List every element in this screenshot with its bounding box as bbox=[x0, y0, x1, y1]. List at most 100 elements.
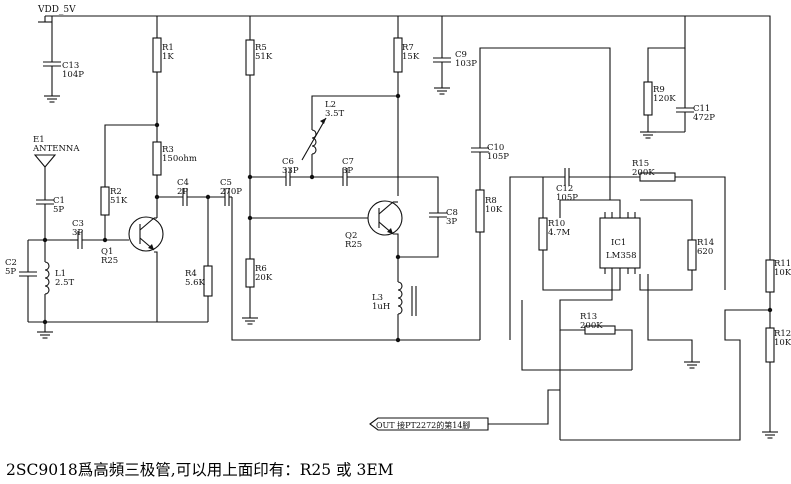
inductor-l3 bbox=[397, 281, 403, 315]
value-r10: 4.7M bbox=[548, 228, 571, 238]
output-label: OUT 接PT2272的第14腳 bbox=[376, 420, 470, 430]
value-c5: 270P bbox=[220, 187, 242, 197]
value-r9: 120K bbox=[653, 94, 676, 104]
part-q2: R25 bbox=[345, 240, 362, 250]
ref-r3: R3 bbox=[162, 145, 174, 155]
ground-symbol bbox=[37, 331, 53, 339]
value-r2: 51K bbox=[110, 196, 128, 206]
value-c11: 472P bbox=[693, 113, 715, 123]
value-c10: 105P bbox=[487, 152, 509, 162]
vdd-rail bbox=[45, 15, 771, 260]
wire bbox=[647, 16, 686, 82]
value-r14: 620 bbox=[697, 247, 713, 257]
resistor-r2 bbox=[100, 186, 110, 216]
value-r7: 15K bbox=[402, 52, 420, 62]
value-r6: 20K bbox=[255, 273, 273, 283]
resistor-r5 bbox=[245, 39, 255, 76]
ref-r11: R11 bbox=[774, 259, 791, 269]
ref-r5: R5 bbox=[255, 43, 267, 53]
antenna-symbol bbox=[33, 154, 57, 168]
capacitor-c5 bbox=[224, 188, 230, 206]
ref-c10: C10 bbox=[487, 143, 504, 153]
value-c1: 5P bbox=[53, 205, 64, 215]
resistor-r9 bbox=[643, 81, 653, 116]
ref-l3: L3 bbox=[372, 293, 383, 303]
ref-q2: Q2 bbox=[345, 231, 357, 241]
parts bbox=[19, 37, 778, 439]
value-c4: 2P bbox=[177, 187, 188, 197]
ref-q1: Q1 bbox=[101, 247, 113, 257]
capacitor-c2 bbox=[19, 271, 37, 277]
resistor-r15 bbox=[639, 172, 676, 182]
part-q1: R25 bbox=[101, 256, 118, 266]
ground-symbol bbox=[434, 87, 450, 95]
wire bbox=[398, 217, 439, 258]
value-c2: 5P bbox=[5, 267, 16, 277]
value-l1: 2.5T bbox=[55, 278, 75, 288]
wire bbox=[347, 176, 439, 213]
value-r8: 10K bbox=[485, 205, 503, 215]
wire bbox=[559, 199, 621, 218]
inductor-l2 bbox=[311, 129, 317, 155]
ref-c2: C2 bbox=[5, 258, 17, 268]
value-r15: 200K bbox=[632, 168, 655, 178]
resistor-r3 bbox=[152, 141, 162, 176]
capacitor-c12 bbox=[564, 168, 570, 186]
value-l3: 1uH bbox=[372, 302, 390, 312]
resistor-r14 bbox=[687, 239, 697, 271]
capacitor-c11 bbox=[676, 107, 694, 113]
wire bbox=[559, 274, 613, 310]
ref-r2: R2 bbox=[110, 187, 122, 197]
ref-l1: L1 bbox=[55, 269, 66, 279]
junction-dot bbox=[395, 254, 401, 260]
ref-c9: C9 bbox=[455, 50, 467, 60]
value-r1: 1K bbox=[162, 52, 174, 62]
ref-c1: C1 bbox=[53, 196, 65, 206]
ref-r8: R8 bbox=[485, 196, 497, 206]
value-r3: 150ohm bbox=[162, 154, 197, 164]
wire bbox=[560, 309, 770, 441]
ref-r7: R7 bbox=[402, 43, 414, 53]
value-c7: 3P bbox=[342, 166, 353, 176]
ref-r9: R9 bbox=[653, 85, 665, 95]
resistor-r12 bbox=[765, 327, 775, 363]
value-c3: 3P bbox=[72, 228, 83, 238]
wire bbox=[104, 124, 157, 187]
ic-part: LM358 bbox=[606, 251, 637, 261]
capacitor-c1 bbox=[36, 199, 54, 205]
value-c8: 3P bbox=[446, 217, 457, 227]
wire bbox=[639, 270, 693, 291]
ic-lm358 bbox=[599, 212, 641, 274]
wire bbox=[647, 115, 685, 133]
ref-c7: C7 bbox=[342, 157, 354, 167]
junction-dot bbox=[309, 174, 315, 180]
ref-r4: R4 bbox=[185, 269, 197, 279]
caption-text: 2SC9018爲高頻三极管,可以用上面印有：R25 或 3EM bbox=[6, 461, 394, 479]
ref-r15: R15 bbox=[632, 159, 649, 169]
ref-c8: C8 bbox=[446, 208, 458, 218]
value-l2: 3.5T bbox=[325, 109, 345, 119]
ref-r1: R1 bbox=[162, 43, 174, 53]
resistor-r11 bbox=[765, 259, 775, 293]
ref-r13: R13 bbox=[580, 312, 597, 322]
wire bbox=[393, 233, 399, 282]
resistor-r6 bbox=[245, 258, 255, 288]
ref-r6: R6 bbox=[255, 264, 267, 274]
l2-adjust-arrow bbox=[301, 117, 327, 161]
wire bbox=[154, 251, 158, 322]
ref-c13: C13 bbox=[62, 61, 79, 71]
junction-dot bbox=[395, 337, 401, 343]
value-c13: 104P bbox=[62, 70, 84, 80]
wire bbox=[488, 389, 560, 425]
capacitor-c7 bbox=[342, 168, 348, 186]
transistor-q1 bbox=[128, 216, 164, 252]
output-tag bbox=[369, 417, 489, 431]
wire bbox=[479, 47, 611, 200]
value-r4: 5.6K bbox=[185, 278, 206, 288]
value-r12: 10K bbox=[774, 338, 791, 348]
capacitor-c9 bbox=[433, 57, 451, 63]
l2-arrow-head bbox=[320, 118, 326, 124]
ref-r14: R14 bbox=[697, 238, 714, 248]
wire bbox=[640, 199, 693, 240]
